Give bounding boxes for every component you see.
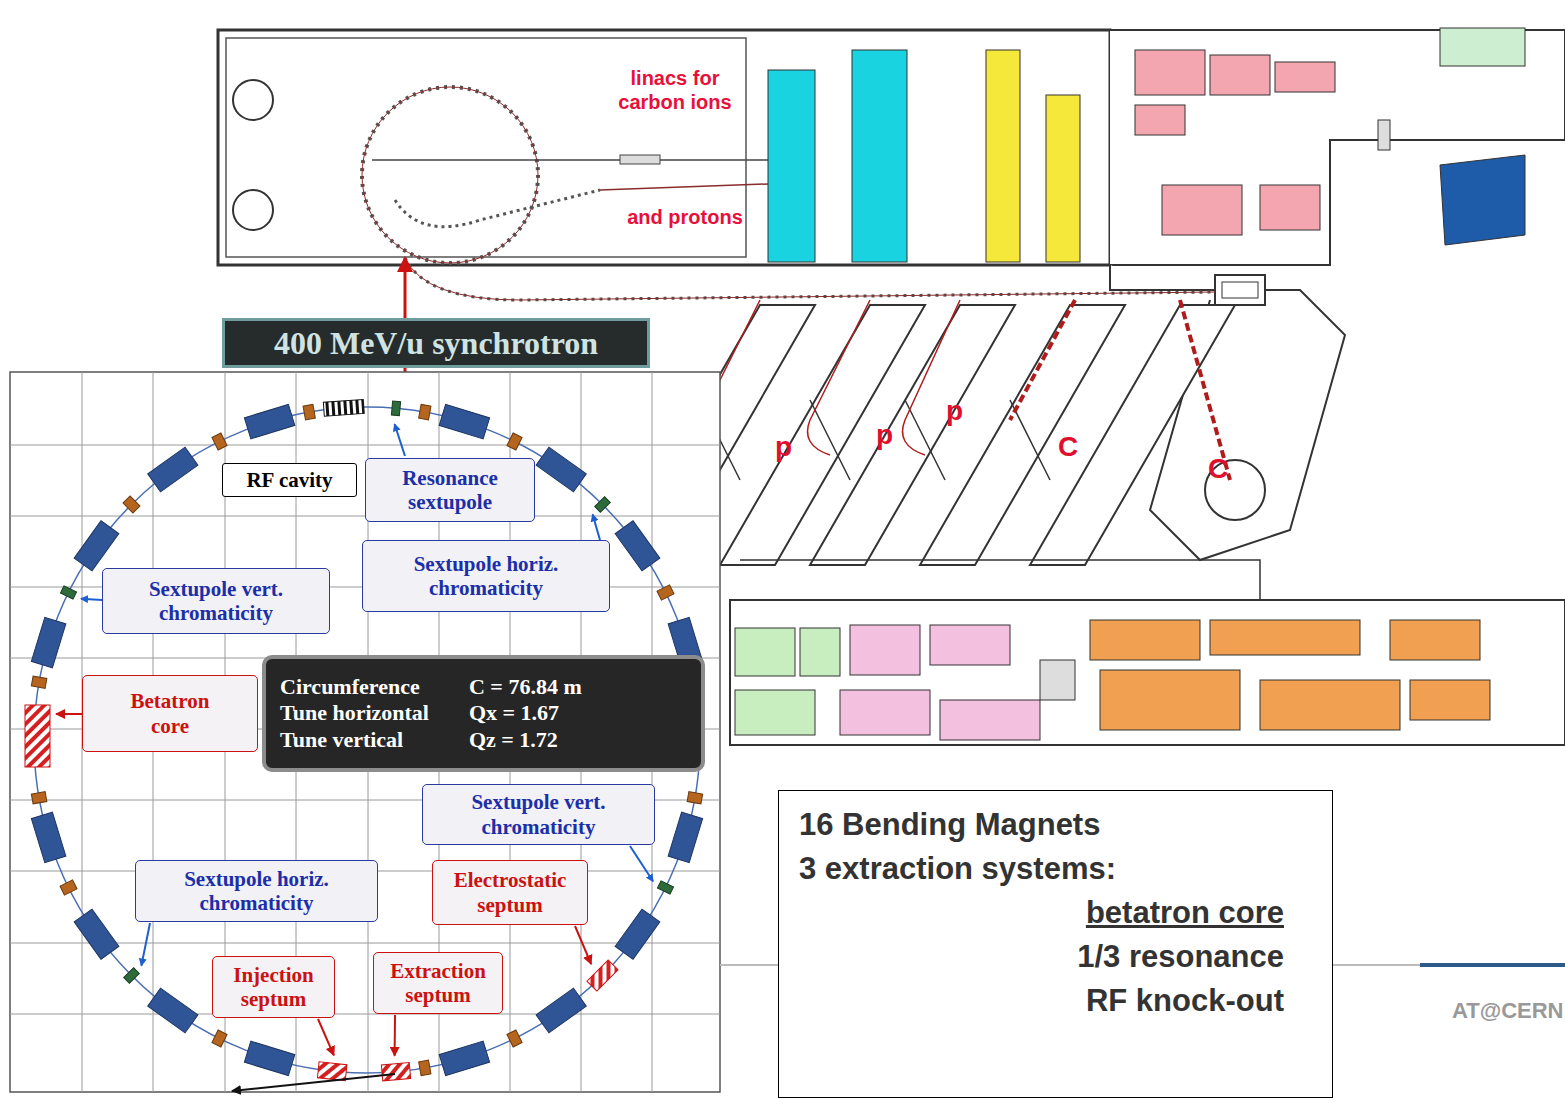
room-label: p: [946, 394, 963, 428]
node-text: C = 76.84 m: [469, 675, 582, 699]
quadrupole: [212, 1030, 227, 1047]
leader-line: [141, 923, 150, 966]
rf-cavity: [323, 399, 364, 416]
sextupole: [595, 497, 611, 513]
bending-magnet: [148, 447, 198, 492]
callout-box: Betatron core: [82, 675, 258, 752]
parameter-box: CircumferenceC = 76.84 mTune horizontalQ…: [262, 655, 705, 772]
node-text: Injection septum: [224, 963, 324, 1011]
bending-magnet: [536, 447, 586, 492]
node-text: Resonance sextupole: [375, 466, 525, 514]
bending-magnet: [439, 404, 489, 438]
building-top: [218, 28, 1565, 265]
bending-magnet: [439, 1041, 489, 1075]
watermark: AT@CERN: [1452, 998, 1563, 1024]
node-text: 3 extraction systems:: [799, 847, 1312, 891]
node-text: 400 MeV/u synchrotron: [274, 325, 598, 362]
septum: [317, 1062, 347, 1081]
quadrupole: [687, 792, 703, 804]
room-label: p: [876, 418, 893, 452]
quadrupole: [60, 880, 77, 895]
quadrupole: [31, 792, 47, 804]
synchrotron-inset: [10, 372, 720, 1092]
node-text: Sextupole vert. chromaticity: [449, 790, 629, 838]
leader-line: [394, 1015, 396, 1056]
leader-line: [81, 599, 102, 600]
quadrupole: [507, 433, 522, 450]
node-text: Extraction septum: [383, 959, 493, 1007]
bending-magnet: [74, 521, 119, 571]
node-text: Tune horizontal: [280, 701, 429, 725]
area-label: and protons: [600, 205, 770, 229]
bending-magnet: [615, 909, 660, 959]
sextupole: [124, 968, 140, 984]
callout-box: Sextupole vert. chromaticity: [102, 568, 330, 634]
sextupole: [657, 881, 673, 894]
leader-line: [318, 1019, 334, 1055]
title-box: 400 MeV/u synchrotron: [222, 318, 650, 368]
node-text: 1/3 resonance: [799, 935, 1284, 979]
node-text: Sextupole horiz. chromaticity: [167, 867, 347, 915]
room-label: p: [775, 430, 792, 464]
callout-box: Resonance sextupole: [365, 458, 535, 522]
septum: [587, 960, 618, 991]
bending-magnet: [668, 812, 702, 862]
node-text: 16 Bending Magnets: [799, 803, 1312, 847]
quadrupole: [507, 1030, 522, 1047]
callout-box: Injection septum: [212, 956, 335, 1018]
room-label: C: [1208, 452, 1228, 486]
quadrupole: [419, 404, 431, 420]
node-text: Electrostatic septum: [440, 868, 580, 916]
quadrupole: [212, 433, 227, 450]
callout-box: Sextupole horiz. chromaticity: [135, 860, 378, 922]
callout-box: Sextupole horiz. chromaticity: [362, 540, 610, 612]
quadrupole: [303, 404, 315, 420]
sextupole: [60, 586, 76, 599]
callout-box: Extraction septum: [373, 952, 503, 1014]
room-label: C: [1058, 430, 1078, 464]
septum: [381, 1063, 410, 1081]
summary-box: 16 Bending Magnets3 extraction systems:b…: [778, 790, 1333, 1098]
leader-line: [575, 926, 591, 964]
bending-magnet: [615, 521, 660, 571]
quadrupole: [657, 585, 674, 600]
sextupole: [391, 401, 400, 416]
leader-line: [630, 846, 653, 881]
leader-line: [395, 424, 405, 456]
node-text: Sextupole vert. chromaticity: [126, 577, 306, 625]
node-text: Betatron core: [115, 689, 225, 737]
callout-box: Electrostatic septum: [432, 860, 588, 925]
node-text: RF cavity: [246, 468, 332, 492]
node-text: Qx = 1.67: [469, 701, 582, 725]
quadrupole: [123, 496, 140, 513]
bending-magnet: [31, 812, 65, 862]
bending-magnet: [148, 988, 198, 1033]
building-bottom: [730, 600, 1565, 745]
leader-line: [593, 514, 600, 540]
bending-magnet: [536, 988, 586, 1033]
node-text: RF knock-out: [799, 979, 1284, 1023]
rule: [1420, 963, 1565, 967]
node-text: Sextupole horiz. chromaticity: [396, 552, 576, 600]
area-label: linacs for carbon ions: [600, 66, 750, 114]
bending-magnet: [74, 909, 119, 959]
node-text: Tune vertical: [280, 728, 429, 752]
bending-magnet: [31, 617, 65, 667]
node-text: Circumference: [280, 675, 429, 699]
bending-magnet: [244, 1041, 294, 1075]
quadrupole: [31, 676, 47, 688]
node-text: Qz = 1.72: [469, 728, 582, 752]
callout-box: RF cavity: [222, 463, 357, 497]
quadrupole: [419, 1060, 431, 1076]
bending-magnet: [244, 404, 294, 438]
node-text: betatron core: [799, 891, 1284, 935]
callout-box: Sextupole vert. chromaticity: [422, 784, 655, 845]
